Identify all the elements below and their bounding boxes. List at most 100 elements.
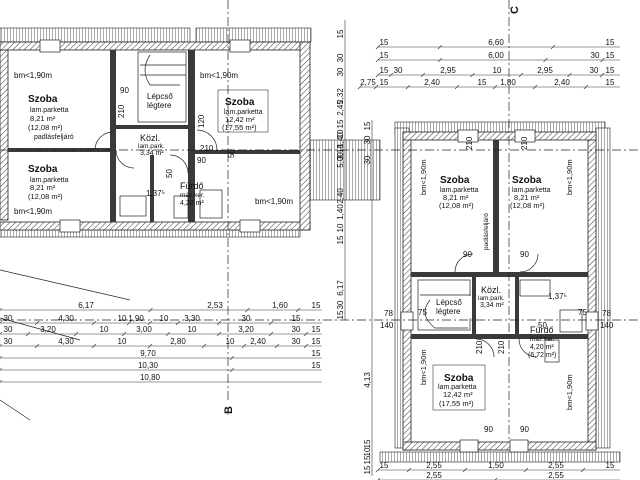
left-window-3 [59,219,81,233]
dim-top-row4-label: 15 [478,78,487,87]
stair-name-2: légtere [147,101,172,110]
dim-bottom-right-row1-tick [580,467,586,473]
right-window-3 [459,439,479,453]
dim-vertical-left-label: 30 [336,67,345,76]
room-floor: lam.parketta [512,187,551,194]
dim-vertical-right-label: 15 [363,439,372,448]
dim-bottom-row2-label: 4,30 [58,314,74,323]
left-wall-south [0,221,311,231]
dim-bottom-row3-label: 10 [188,325,197,334]
dim-vertical-left-label: 2,40 [336,188,345,204]
right-door-swing-3 [475,338,495,358]
dim-bottom-row4-label: 30 [292,337,301,346]
dim-bottom-row7-tick [0,379,3,383]
right-wall-east [587,131,597,451]
dim-bottom-row1-label: 2,53 [207,301,223,310]
room-area: 12,42 m² [225,115,255,124]
left-wall-interior-5 [195,150,300,154]
right-bath-label: Fürdő máz.ker. 4,20 m² (6,72 m²) [528,325,556,359]
dim-top-row4-tick [532,84,538,90]
dim-bottom-row3-tick [121,331,127,337]
room-floor: lam.parketta [438,384,477,391]
left-dim-210a: 210 [200,144,214,153]
dim-top-row4-label: 15 [606,78,615,87]
right-room-top-left: Szoba lam.parketta 8,21 m² (12,08 m²) [439,175,479,210]
dim-vertical-left-label: 15 [336,235,345,244]
right-wall-interior-5 [515,277,519,334]
dim-bottom-row4-label: 2,80 [170,337,186,346]
left-dim-90a: 90 [120,86,129,95]
dim-bottom-row2-tick [175,320,181,326]
left-roof-band-top [0,27,191,43]
dim-bottom-row3-label: 3,20 [238,325,254,334]
stair-name-2: légtere [436,307,461,316]
right-floor-plan: bm<1,90m bm<1,90m bm<1,90m bm<1,90m padl… [379,121,621,463]
bath-name: Fürdő [180,181,204,191]
corridor-area: 3,34 m² [140,150,164,157]
corridor-floor: lam.park. [478,295,505,302]
left-corridor-label: Közl. lam.park. 3,34 m² [138,133,165,157]
dim-vertical-left-label: 30 [336,300,345,309]
right-dim-210c: 210 [475,340,484,354]
room-floor: lam.parketta [30,177,69,184]
left-door-swing-4 [169,154,189,174]
section-mark-b-bg [222,402,233,414]
dim-bottom-row3-tick [303,331,309,337]
dim-top-row3-label: 2,95 [440,66,456,75]
bath-floor: máz.ker. [530,336,555,343]
corridor-name: Közl. [481,285,501,295]
dim-bottom-row2-tick [147,320,153,326]
left-dim-50b: 50 [165,169,174,178]
dim-bottom-row4-label: 4,30 [58,337,74,346]
dim-bottom-right-row2-label: 2,55 [548,471,564,480]
right-height-note-4: bm<1,90m [565,374,574,410]
dim-top-row3-label: 30 [394,66,403,75]
left-bathtub [199,189,223,219]
dim-bottom-right-row1-tick [406,467,412,473]
left-dim-120: 120 [197,114,206,128]
dim-top-row2-label: 15 [606,51,615,60]
dim-top-row1-label: 15 [380,38,389,47]
room-area: 8,21 m² [30,114,56,123]
dim-bottom-row1-tick [295,307,301,313]
dim-bottom-row4-tick [0,343,3,347]
dim-top-row2-tick [543,57,548,63]
bath-floor: máz.ker. [180,192,205,199]
dim-bottom-row3-label: 30 [4,325,13,334]
right-dim-50: 50 [538,321,547,330]
dim-top-row3-tick [567,72,572,78]
dim-bottom-right-row1-label: 1,50 [488,461,504,470]
right-sink [519,279,551,297]
right-height-note-1: bm<1,90m [419,159,428,195]
right-stair-label: Lépcső légtere [432,296,472,318]
section-mark-c: C [509,6,521,14]
right-door-swing-2 [519,253,539,273]
dim-top-row1-label: 15 [606,38,615,47]
roof-line-2 [0,317,81,341]
dim-bottom-right-row1-tick [375,467,381,473]
dim-bottom-row6-tick [0,367,3,371]
dim-vertical-left-label: 1,40 [336,204,345,220]
right-roof-band-bottom [379,451,621,463]
dim-bottom-row3-label: 3,20 [40,325,56,334]
dim-bottom-row2-label: 10 [118,314,127,323]
dim-bottom-row4-tick [91,343,97,349]
left-door-swing-3 [196,129,218,151]
dim-vertical-left-label: 5,00 [336,152,345,168]
right-corridor-label: Közl. lam.park. 3,34 m² [478,285,505,309]
room-name: Szoba [225,97,255,108]
dim-bottom-row4-label: 15 [312,337,321,346]
dim-top-row3-label: 10 [493,66,502,75]
dim-top-row3-tick [388,72,394,78]
left-door-swing-2 [115,149,135,169]
left-height-note-top-mid: bm<1,90m [200,71,238,80]
dim-vertical-left-label: 3,18 [336,144,345,160]
dim-vertical-left-label: 1,40 [336,132,345,148]
dim-bottom-row1-tick [245,307,250,313]
room-name: Szoba [28,94,58,105]
room-floor: lam.parketta [224,109,263,116]
dim-top-row3-tick [518,72,524,78]
dim-bottom-row3-tick [216,331,222,337]
left-wall-interior-2 [188,50,195,222]
